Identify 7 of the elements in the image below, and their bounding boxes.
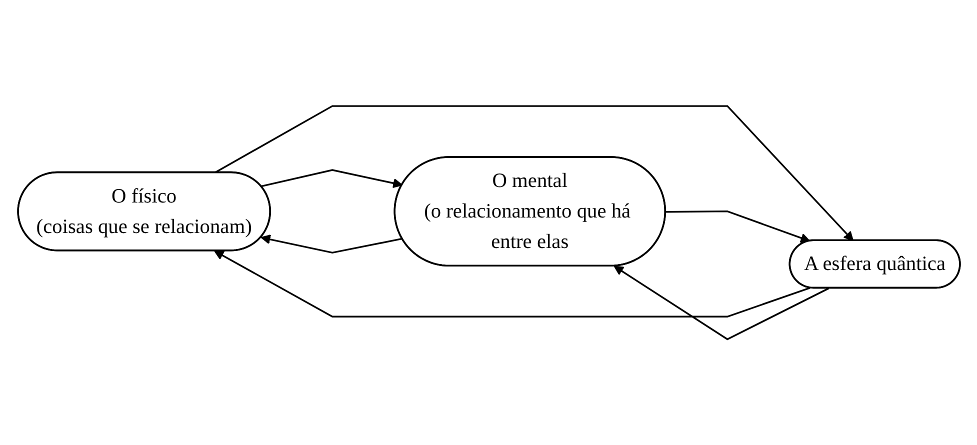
arrow <box>613 266 829 340</box>
arrow <box>260 168 402 188</box>
arrow <box>214 250 810 318</box>
arrow <box>214 105 854 242</box>
arrow <box>665 210 810 243</box>
arrow <box>260 234 402 254</box>
diagram: O físico (coisas que se relacionam) O mental (o relacionamento que há entre elas A esfera quântica <box>8 96 968 348</box>
